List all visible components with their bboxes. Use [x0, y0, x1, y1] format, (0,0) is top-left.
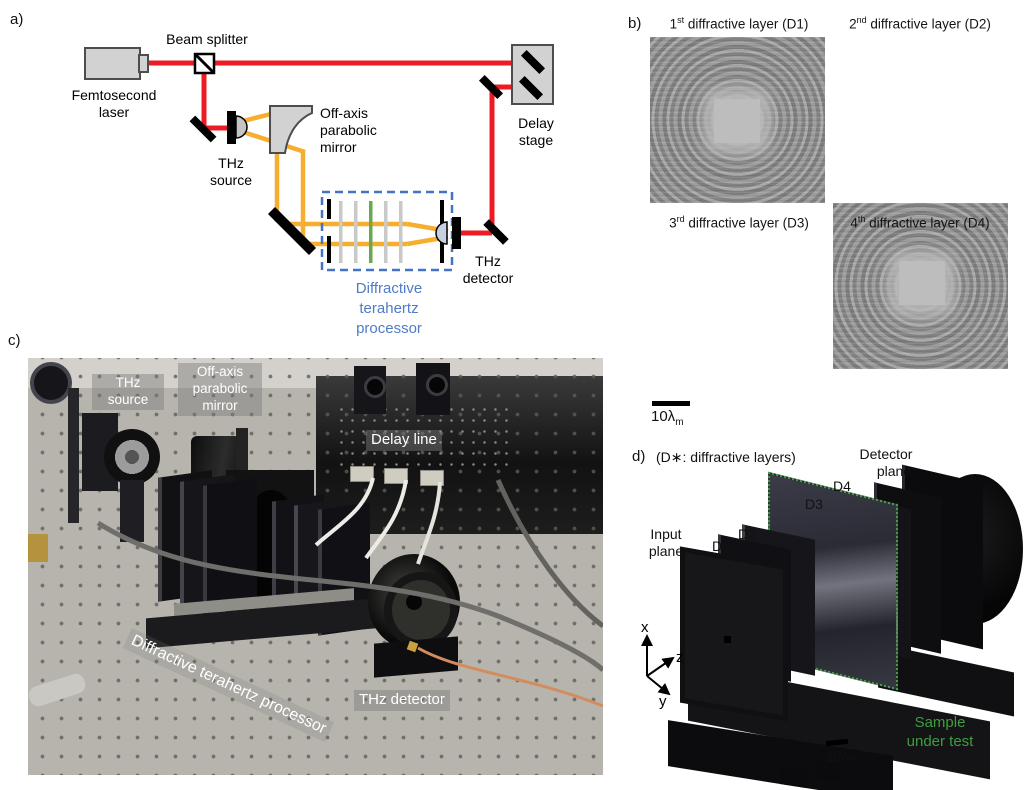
- thz-source-label: THz source: [210, 155, 252, 188]
- optic-post-left: [68, 388, 79, 523]
- d3-label: D3: [805, 496, 823, 512]
- svg-text:Off-axis: Off-axis: [320, 105, 368, 121]
- thz-source-post: [120, 480, 144, 542]
- photo-label-delay-line: Delay line: [366, 430, 442, 451]
- svg-text:detector: detector: [463, 270, 514, 286]
- delay-connector-2: [384, 468, 408, 484]
- svg-text:mirror: mirror: [320, 139, 357, 155]
- sample-under-test-label: Sample under test: [906, 714, 974, 750]
- input-aperture-dot: [724, 636, 731, 643]
- photo-label-detector: THz detector: [354, 690, 450, 711]
- panel-c-letter: c): [8, 332, 21, 349]
- panel-d-legend: (D∗: diffractive layers): [656, 449, 796, 465]
- d1-label: D1: [712, 538, 730, 554]
- thz-source-symbol: [227, 111, 248, 144]
- thz-source-optic: [104, 429, 160, 485]
- svg-text:stage: stage: [519, 132, 553, 148]
- laser-label: Femtosecond laser: [72, 87, 157, 120]
- svg-text:laser: laser: [99, 104, 130, 120]
- d2-title: 2nd diffractive layer (D2): [849, 15, 991, 32]
- svg-text:terahertz: terahertz: [359, 300, 418, 317]
- svg-text:parabolic: parabolic: [320, 122, 377, 138]
- panel-d-letter: d): [632, 448, 646, 465]
- input-aperture: [327, 199, 331, 263]
- d4-title: 4th diffractive layer (D4): [850, 214, 990, 231]
- panel-a-letter: a): [10, 11, 23, 28]
- panel-a-schematic: a) Beam splitter Femtosecond laser THz s…: [10, 11, 554, 337]
- steering-mirror-3: [483, 219, 509, 245]
- steering-mirror-2: [478, 74, 504, 100]
- svg-text:Diffractive: Diffractive: [356, 280, 422, 297]
- delay-line-plate: [336, 404, 508, 474]
- svg-text:THz: THz: [475, 253, 501, 269]
- axis-y-label: y: [659, 693, 667, 710]
- optic-mount-top-left: [30, 362, 72, 404]
- d4-label: D4: [833, 478, 851, 494]
- delay-stage-label: Delay stage: [518, 115, 554, 148]
- svg-text:Femtosecond: Femtosecond: [72, 87, 157, 103]
- d2-layer-image: [833, 203, 1008, 369]
- processor-label: Diffractive terahertz processor: [356, 280, 422, 337]
- beam-splitter: [193, 52, 216, 75]
- coordinate-axes: x z y: [641, 619, 684, 710]
- panel-b-scalebar: [652, 401, 690, 406]
- steering-mirror-large: [267, 206, 317, 256]
- d2-label: D2: [738, 526, 756, 542]
- delay-stage: [511, 44, 554, 105]
- input-plane-plate: [680, 546, 788, 722]
- femtosecond-laser: [84, 47, 149, 80]
- diffractive-layer-lines: [339, 200, 444, 263]
- axis-z-label: z: [676, 649, 684, 666]
- axis-x-label: x: [641, 619, 649, 636]
- thz-detector-label: THz detector: [463, 253, 514, 286]
- off-axis-parabolic-mirror-symbol: [269, 105, 313, 154]
- cables-overlay: [96, 477, 603, 708]
- svg-text:source: source: [210, 172, 252, 188]
- delay-connector-1: [350, 466, 374, 482]
- panel-d-photo: d) (D∗: diffractive layers) Detector pla…: [630, 440, 1024, 790]
- delay-mirror-2: [426, 374, 448, 396]
- beam-splitter-label: Beam splitter: [166, 31, 248, 47]
- delay-mirror-1: [364, 376, 386, 398]
- panel-b-letter: b): [628, 15, 642, 32]
- input-plane-label: Input plane: [648, 526, 684, 559]
- parabolic-mirror-label: Off-axis parabolic mirror: [320, 105, 377, 155]
- d1-layer-image: [650, 37, 825, 203]
- base-block-1: [780, 765, 806, 789]
- d1-title: 1st diffractive layer (D1): [669, 15, 809, 32]
- detector-center: [406, 594, 422, 610]
- detector-plane-label: Detector plane: [859, 446, 913, 479]
- d3-title: 3rd diffractive layer (D3): [669, 214, 809, 231]
- svg-text:THz: THz: [218, 155, 244, 171]
- svg-text:processor: processor: [356, 320, 422, 337]
- svg-text:Delay: Delay: [518, 115, 554, 131]
- steering-mirror-1: [189, 115, 217, 143]
- brass-clamp: [28, 534, 48, 562]
- sample-layer-line: [369, 201, 373, 263]
- panel-b-scalebar-label: 10λm: [651, 408, 684, 428]
- thz-detector-symbol: [435, 217, 461, 249]
